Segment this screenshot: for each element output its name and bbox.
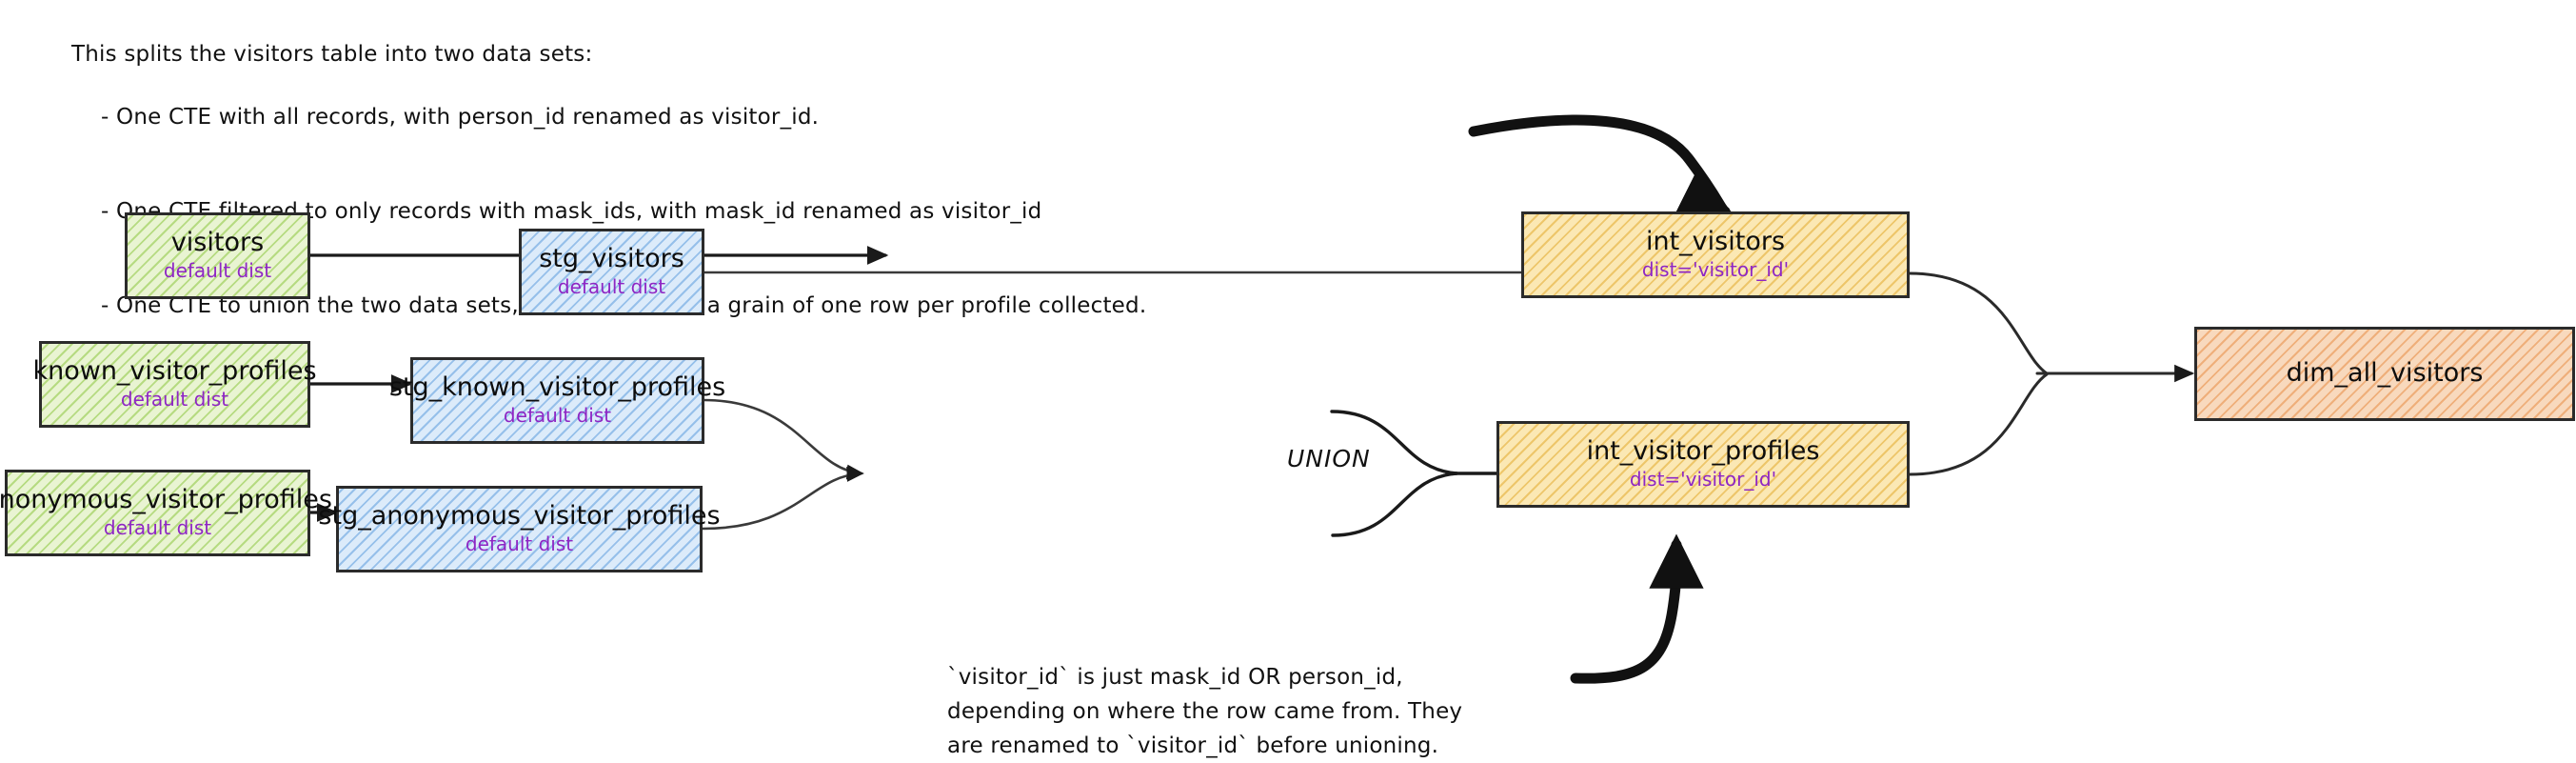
node-int-visitors[interactable]: int_visitors dist='visitor_id' [1521,211,1910,298]
bottom-line-1: `visitor_id` is just mask_id OR person_i… [947,665,1403,690]
node-int-visitors-subtitle: dist='visitor_id' [1641,257,1790,281]
node-anonymous-visitor-profiles-subtitle: default dist [103,515,212,539]
node-stg-visitors-title: stg_visitors [539,244,684,274]
intro-line-2: - One CTE with all records, with person_… [101,105,820,130]
node-dim-all-visitors-title: dim_all_visitors [2286,358,2484,389]
bottom-line-2: depending on where the row came from. Th… [947,699,1463,724]
node-int-visitor-profiles[interactable]: int_visitor_profiles dist='visitor_id' [1496,421,1910,508]
edge-int-visitors-to-dim [1908,271,2049,375]
node-stg-anonymous-visitor-profiles-subtitle: default dist [465,532,574,555]
node-stg-known-visitor-profiles[interactable]: stg_known_visitor_profiles default dist [389,357,725,444]
node-stg-known-visitor-profiles-subtitle: default dist [503,403,612,427]
node-stg-known-visitor-profiles-title: stg_known_visitor_profiles [388,372,726,403]
node-known-visitor-profiles[interactable]: known_visitor_profiles default dist [32,341,317,428]
node-visitors[interactable]: visitors default dist [125,212,310,299]
union-merge-upper [1330,410,1458,475]
edge-stg-known-to-int-profiles [702,398,864,480]
node-visitors-title: visitors [170,228,265,258]
bottom-line-3: are renamed to `visitor_id` before union… [947,733,1439,758]
node-visitors-subtitle: default dist [163,258,272,282]
visitor-id-annotation: `visitor_id` is just mask_id OR person_i… [933,626,1462,763]
annotation-arrow-to-int-visitor-profiles [1570,533,1704,684]
intro-line-1: This splits the visitors table into two … [71,42,593,67]
node-dim-all-visitors[interactable]: dim_all_visitors [2194,327,2575,421]
node-int-visitor-profiles-subtitle: dist='visitor_id' [1629,467,1777,491]
node-int-visitors-title: int_visitors [1645,227,1786,257]
node-stg-anonymous-visitor-profiles[interactable]: stg_anonymous_visitor_profiles default d… [318,486,721,572]
edge-int-profiles-to-dim [1908,372,2049,476]
node-anonymous-visitor-profiles-title: anonymous_visitor_profiles [0,485,332,515]
node-known-visitor-profiles-subtitle: default dist [120,387,229,411]
union-merge-lower [1331,472,1458,537]
union-label: UNION [1287,445,1371,472]
node-stg-visitors[interactable]: stg_visitors default dist [519,229,704,315]
edge-stg-anonymous-to-int-profiles [701,466,864,531]
node-anonymous-visitor-profiles[interactable]: anonymous_visitor_profiles default dist [0,470,332,556]
annotation-arrow-to-int-visitors [1468,114,1735,217]
node-known-visitor-profiles-title: known_visitor_profiles [32,356,317,387]
node-stg-anonymous-visitor-profiles-title: stg_anonymous_visitor_profiles [318,501,721,532]
node-stg-visitors-subtitle: default dist [557,274,666,298]
node-int-visitor-profiles-title: int_visitor_profiles [1586,436,1820,467]
